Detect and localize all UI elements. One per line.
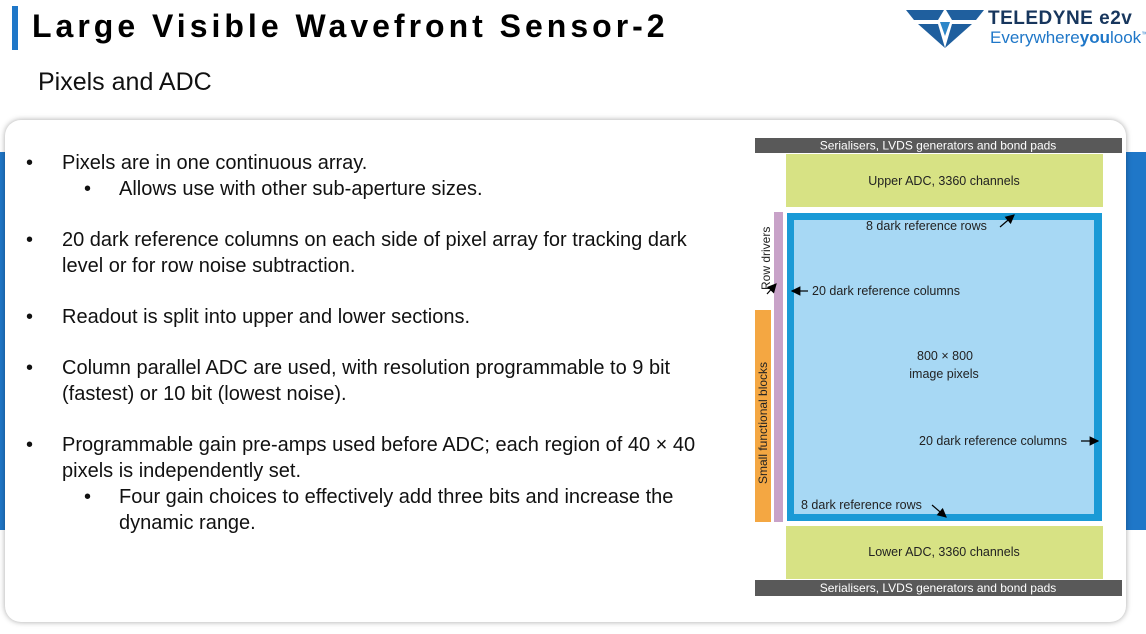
bullet-item: •Programmable gain pre-amps used before …: [26, 434, 696, 482]
dark-rows-top-label: 8 dark reference rows: [866, 219, 987, 233]
sub-bullet-item: •Allows use with other sub-aperture size…: [84, 178, 483, 200]
upper-adc-label: Upper ADC, 3360 channels: [868, 174, 1019, 188]
teledyne-logo: TELEDYNE e2v Everywhereyoulook™: [904, 6, 1146, 52]
bullet-item: •Readout is split into upper and lower s…: [26, 306, 471, 328]
upper-adc-block: [786, 154, 1103, 207]
top-serialiser-label: Serialisers, LVDS generators and bond pa…: [820, 139, 1057, 153]
row-drivers-label: Row drivers: [759, 227, 773, 290]
row-driver-strip: [774, 212, 783, 522]
logo-tagline: Everywhereyoulook™: [990, 28, 1146, 47]
bottom-serialiser-label: Serialisers, LVDS generators and bond pa…: [820, 581, 1057, 595]
bullet-item: •Column parallel ADC are used, with reso…: [26, 357, 671, 405]
image-pixels-label: image pixels: [909, 367, 978, 381]
bottom-serialiser-bar: [755, 580, 1122, 596]
sensor-layout-diagram: Serialisers, LVDS generators and bond pa…: [755, 138, 1122, 596]
image-pixel-area: [794, 220, 1094, 514]
row-drivers-arrow: [766, 283, 777, 295]
teledyne-bird-icon: [906, 10, 984, 48]
title-accent-bar: [12, 6, 18, 50]
dark-cols-right-label: 20 dark reference columns: [919, 434, 1067, 448]
page-subtitle: Pixels and ADC: [38, 68, 212, 96]
dark-cols-left-label: 20 dark reference columns: [812, 284, 960, 298]
lower-adc-label: Lower ADC, 3360 channels: [868, 545, 1019, 559]
bullet-list: •Pixels are in one continuous array. •Al…: [22, 150, 722, 536]
sub-bullet-item: •Four gain choices to effectively add th…: [84, 486, 674, 534]
image-pixels-count: 800 × 800: [917, 349, 973, 363]
dark-rows-top-arrow: [999, 214, 1015, 228]
small-blocks-label: Small functional blocks: [756, 362, 770, 484]
small-functional-blocks: [755, 310, 771, 522]
page-title: Large Visible Wavefront Sensor-2: [32, 8, 669, 44]
logo-brand: TELEDYNE e2v: [988, 8, 1133, 29]
dark-rows-bottom-label: 8 dark reference rows: [801, 498, 922, 512]
lower-adc-block: [786, 526, 1103, 579]
dark-rows-bottom-arrow: [931, 504, 947, 518]
top-serialiser-bar: [755, 138, 1122, 153]
bullet-item: •Pixels are in one continuous array.: [26, 152, 368, 174]
bullet-item: •20 dark reference columns on each side …: [26, 229, 687, 277]
